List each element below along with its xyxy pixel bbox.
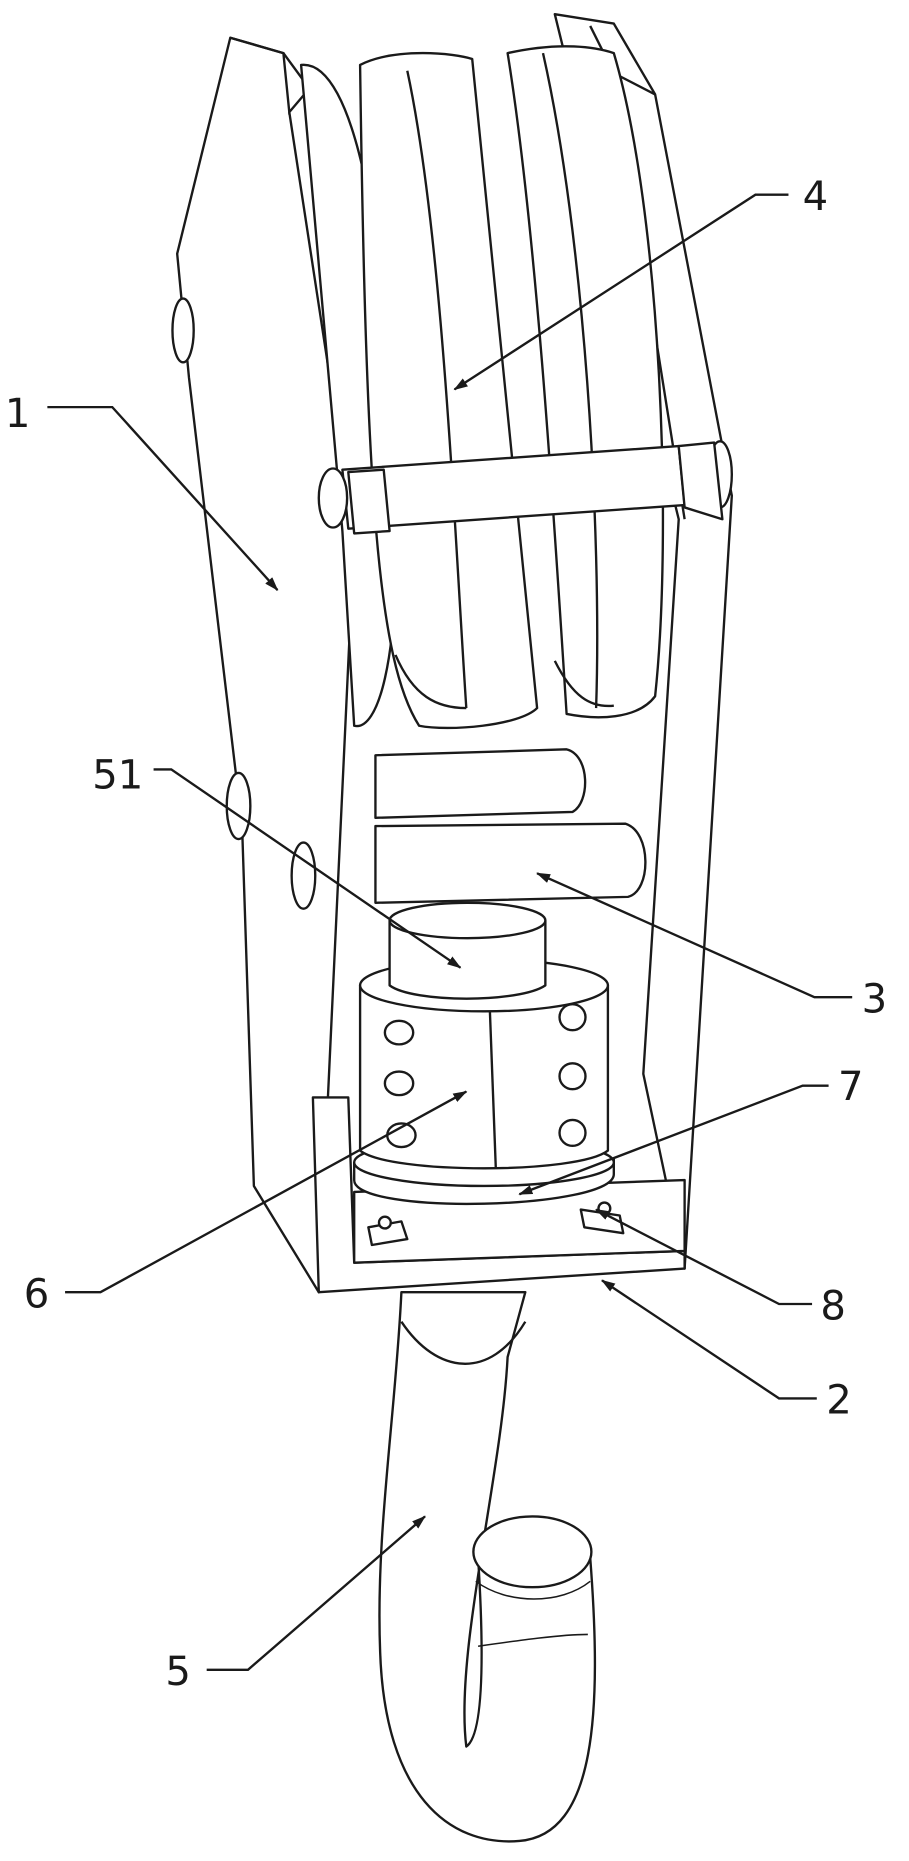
label-1: 1 [5,391,31,437]
top-boss [390,903,546,999]
label-8: 8 [820,1283,846,1329]
label-2: 2 [826,1378,852,1424]
label-3: 3 [862,977,888,1023]
label-4: 4 [803,174,829,220]
pulley-wheels [301,46,663,728]
callout-2: 2 [602,1280,852,1423]
label-7: 7 [838,1064,864,1110]
guide-rods [375,749,645,902]
label-5: 5 [165,1649,191,1695]
hook [379,1292,594,1841]
label-6: 6 [24,1272,50,1318]
label-51: 51 [92,752,143,798]
